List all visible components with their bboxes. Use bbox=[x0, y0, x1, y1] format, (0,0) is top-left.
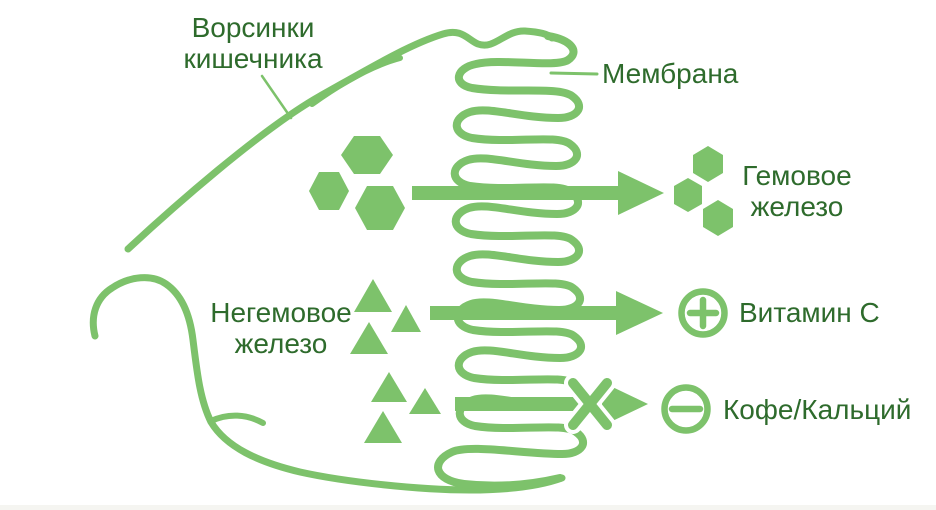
heme-hexagon-large-icon bbox=[355, 186, 405, 230]
nonheme-triangle-icon bbox=[371, 372, 407, 402]
villi-label-pointer-line bbox=[260, 74, 293, 120]
arrow-pass-head-icon bbox=[618, 171, 664, 215]
heme-hexagon-large-icon bbox=[341, 136, 393, 174]
membrane-label: Мембрана bbox=[602, 58, 739, 89]
heme-iron-label-line2: железо bbox=[750, 191, 844, 222]
heme-hexagon-large-icon bbox=[309, 172, 349, 210]
nonheme-triangle-icon bbox=[354, 279, 392, 312]
arrow-enhanced-bar-icon bbox=[430, 306, 618, 320]
cross-x-icon bbox=[568, 378, 612, 430]
nonheme-triangle-icon bbox=[364, 411, 402, 443]
coffee-calcium-label: Кофе/Кальций bbox=[723, 394, 912, 425]
vitamin-c-label: Витамин C bbox=[739, 297, 880, 328]
heme-hexagon-small-icon bbox=[703, 200, 733, 236]
heme-iron-label-line1: Гемовое bbox=[742, 160, 852, 191]
nonheme-triangle-icon bbox=[391, 305, 421, 332]
nonheme-iron-label-line2: железо bbox=[234, 328, 328, 359]
villi-label-line1: Ворсинки bbox=[191, 12, 315, 43]
villi-top-curve-icon bbox=[124, 27, 556, 253]
villi-label: Ворсинки кишечника bbox=[148, 12, 358, 74]
membrane-label-dash-line bbox=[549, 71, 599, 76]
arrow-enhanced-head-icon bbox=[616, 291, 663, 335]
nonheme-iron-label: Негемовое железо bbox=[176, 297, 386, 359]
heme-hexagon-small-icon bbox=[674, 178, 702, 212]
nonheme-iron-label-line1: Негемовое bbox=[210, 297, 352, 328]
bottom-edge-artifact bbox=[0, 505, 936, 510]
heme-hexagon-small-icon bbox=[693, 146, 723, 182]
plus-icon bbox=[686, 296, 720, 330]
villi-top-branch-icon bbox=[309, 55, 403, 107]
villi-label-line2: кишечника bbox=[183, 43, 323, 74]
villi-bottom-branch-icon bbox=[208, 412, 266, 426]
minus-circle-icon bbox=[661, 384, 711, 434]
membrane-squiggle-icon bbox=[434, 32, 587, 490]
heme-iron-label: Гемовое железо bbox=[732, 160, 862, 222]
arrow-pass-bar-icon bbox=[412, 186, 618, 200]
nonheme-triangle-icon bbox=[409, 388, 441, 414]
arrow-blocked-bar-icon bbox=[455, 397, 598, 411]
plus-circle-icon bbox=[678, 288, 728, 338]
arrow-blocked-head-icon bbox=[602, 382, 648, 426]
nonheme-triangle-icon bbox=[350, 322, 388, 354]
